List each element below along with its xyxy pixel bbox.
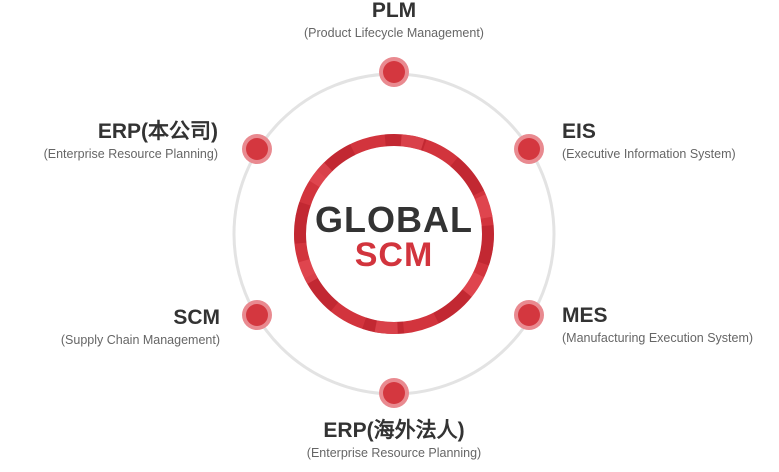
node-label-plm[interactable]: PLM (Product Lifecycle Management) [244, 0, 544, 42]
node-label-eis[interactable]: EIS (Executive Information System) [562, 119, 736, 163]
node-label-erp-hq[interactable]: ERP(本公司) (Enterprise Resource Planning) [0, 119, 218, 163]
center-title: GLOBAL [315, 199, 473, 240]
node-desc: (Enterprise Resource Planning) [306, 446, 482, 460]
node-desc: (Product Lifecycle Management) [304, 26, 484, 40]
node-label-mes[interactable]: MES (Manufacturing Execution System) [562, 303, 753, 347]
node-dot-erp-hq[interactable] [242, 134, 272, 164]
node-title: SCM [173, 306, 220, 329]
node-desc: (Enterprise Resource Planning) [43, 147, 218, 161]
node-dot-erp-overseas[interactable] [379, 378, 409, 408]
node-title: PLM [371, 0, 417, 22]
node-dot-eis[interactable] [514, 134, 544, 164]
node-dot-plm[interactable] [379, 57, 409, 87]
node-dot-mes[interactable] [514, 300, 544, 330]
center-subtitle: SCM [354, 236, 434, 274]
node-title: ERP(海外法人) [323, 419, 465, 442]
node-desc: (Manufacturing Execution System) [562, 331, 754, 345]
node-desc: (Supply Chain Management) [60, 333, 220, 347]
node-desc: (Executive Information System) [562, 147, 736, 161]
node-title: EIS [562, 120, 596, 143]
node-title: MES [562, 304, 608, 327]
node-dot-scm[interactable] [242, 300, 272, 330]
node-label-erp-overseas[interactable]: ERP(海外法人) (Enterprise Resource Planning) [244, 418, 544, 462]
center-ring [294, 134, 494, 334]
node-title: ERP(本公司) [97, 120, 218, 143]
node-label-scm[interactable]: SCM (Supply Chain Management) [20, 305, 220, 349]
